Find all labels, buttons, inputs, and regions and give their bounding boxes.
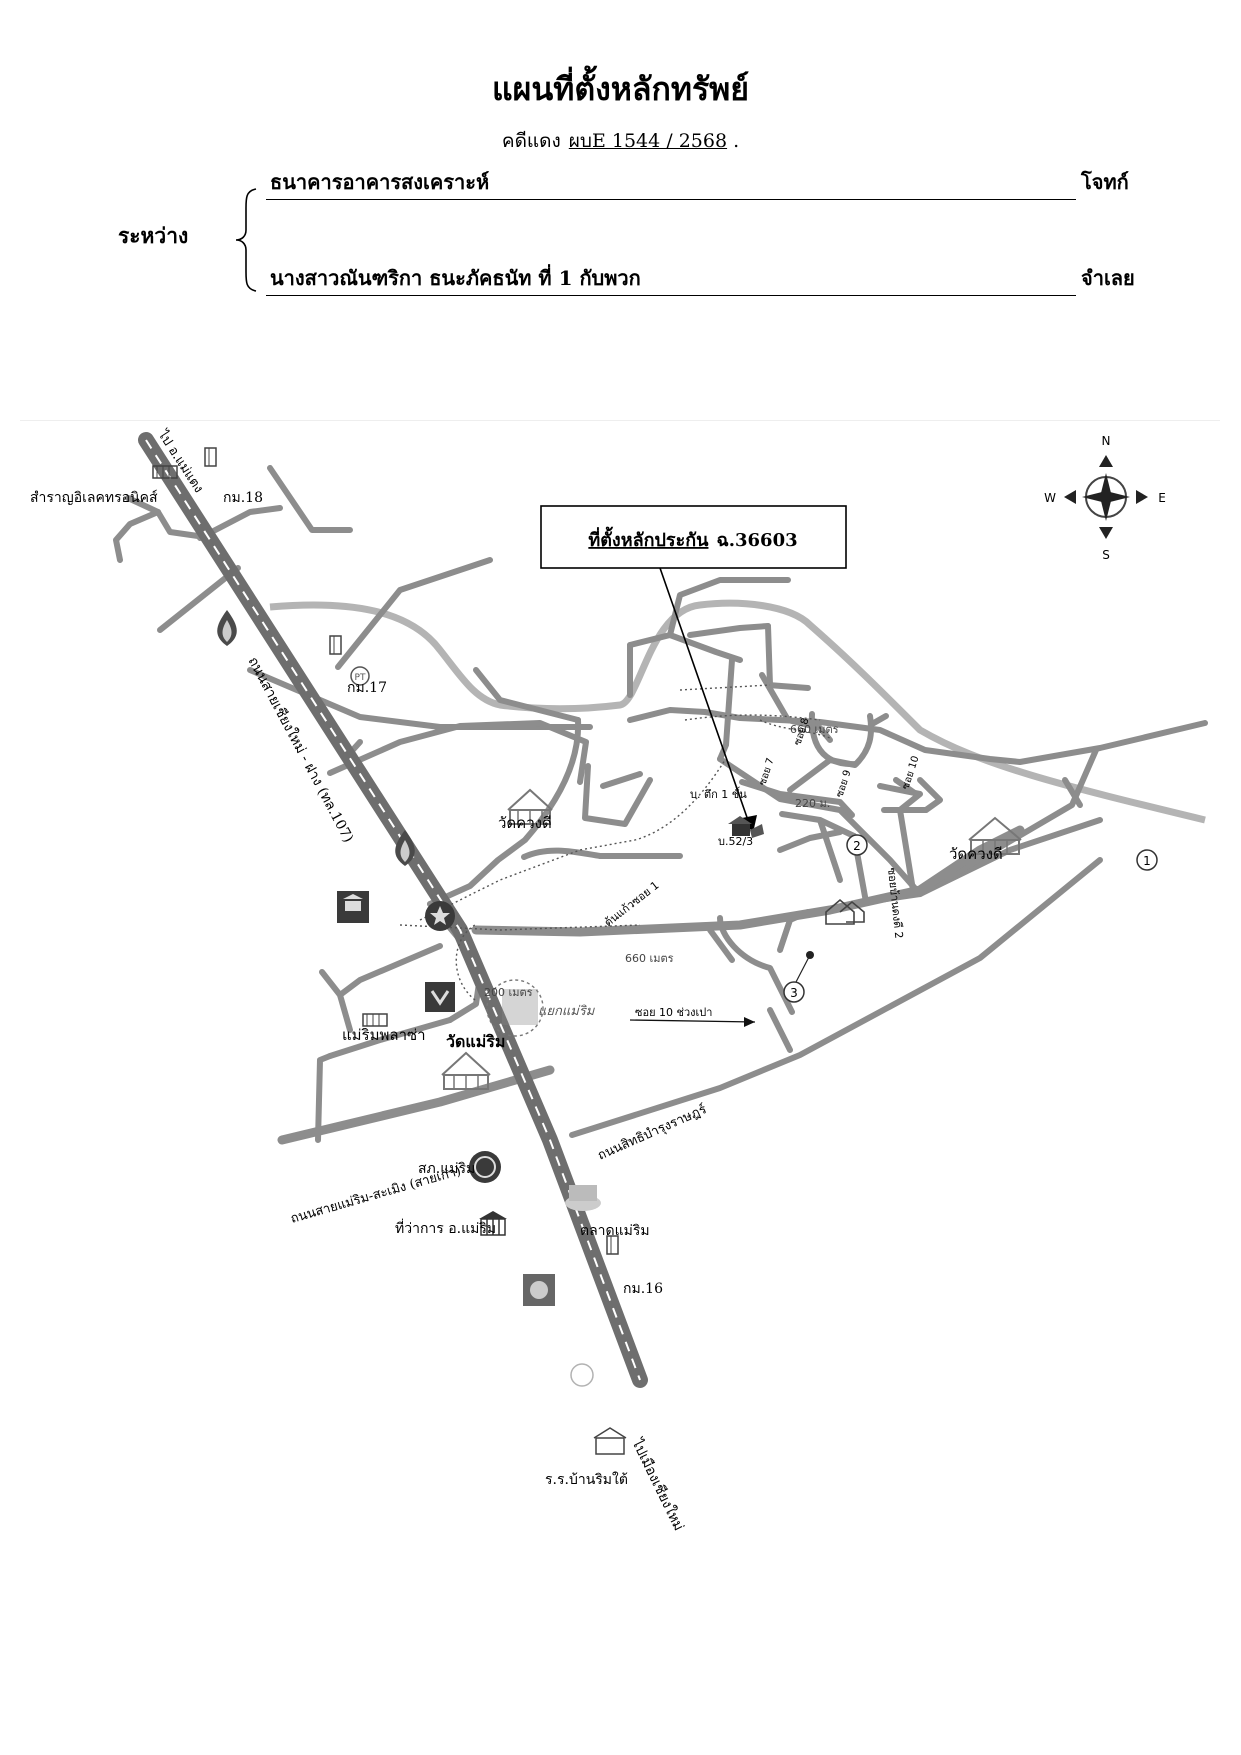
label-km18: กม.18 <box>223 490 263 506</box>
label-wat-khuang-di-2: วัดควงดี <box>949 845 1003 863</box>
government-building-icon <box>479 1211 507 1236</box>
plaintiff-row: ธนาคารอาคารสงเคราะห์ โจทก์ <box>266 170 1129 200</box>
compass-e: E <box>1158 491 1166 505</box>
plaintiff-name: ธนาคารอาคารสงเคราะห์ <box>270 170 490 194</box>
minor-roads <box>113 465 1208 1143</box>
pt-station-icon: PT <box>350 666 370 686</box>
label-soi10b: ซอย 10 <box>900 755 921 791</box>
label-samran: สำราญอิเลคทรอนิคส์ <box>30 489 158 506</box>
compass-w: W <box>1044 491 1056 505</box>
between-label: ระหว่าง <box>118 223 189 248</box>
school-icon <box>593 1427 627 1455</box>
collateral-building-icon <box>728 816 764 838</box>
map-canvas: N S E W ที่ตั้งหลักประกัน ฉ.36603 <box>20 420 1220 1533</box>
collateral-callout-deed: ฉ.36603 <box>716 530 797 551</box>
defendant-row: นางสาวณันฑริกา ธนะภัคธนัท ที่ 1 กับพวก จ… <box>266 266 1135 296</box>
junction-circle <box>486 979 544 1037</box>
label-soi10: ซอย 10 ช่วงเปา <box>635 1006 712 1019</box>
location-dot-leader <box>795 954 811 983</box>
label-soi7: ซอย 7 <box>757 757 776 787</box>
label-soi9: ซอย 9 <box>834 769 853 799</box>
defendant-name: นางสาวณันฑริกา ธนะภัคธนัท ที่ 1 กับพวก <box>270 266 641 290</box>
bank-icon <box>523 1274 555 1306</box>
bank-icon <box>337 891 369 923</box>
temple-small-icon <box>570 1363 594 1387</box>
label-mae-rim-plaza: แม่ริมพลาซ่า <box>342 1026 426 1044</box>
page-title: แผนที่ตั้งหลักทรัพย์ <box>492 70 749 108</box>
compass-icon: N S E W <box>1044 434 1166 562</box>
police-station-icon <box>469 1151 501 1183</box>
label-m660b: 660 เมตร <box>790 723 839 736</box>
circle-marker-3 <box>783 981 805 1003</box>
label-km16: กม.16 <box>623 1281 663 1297</box>
major-roads <box>277 825 1025 1145</box>
location-map: N S E W ที่ตั้งหลักประกัน ฉ.36603 <box>20 420 1220 1550</box>
label-junction: แยกแม่ริม <box>538 1004 596 1019</box>
circle-marker-3-label: 3 <box>790 986 798 1000</box>
km-marker-icon <box>606 1235 619 1255</box>
temple-icon <box>968 816 1022 855</box>
temple-icon <box>441 1051 491 1090</box>
label-m200: 200 เมตร <box>484 986 533 999</box>
temple-icon <box>507 788 553 825</box>
house-icon <box>825 898 865 925</box>
circle-marker-2-label: 2 <box>853 839 861 853</box>
case-number-line: คดีแดง ผบE 1544 / 2568. <box>0 126 1241 156</box>
defendant-underline <box>266 295 1076 296</box>
compass-s: S <box>1102 548 1110 562</box>
label-soi1: ต้นแก้วซอย 1 <box>602 879 662 930</box>
circle-marker-1-label: 1 <box>1143 854 1151 868</box>
brace-icon <box>235 188 257 292</box>
distance-routes <box>399 684 831 1001</box>
compass-n: N <box>1102 434 1111 448</box>
label-wat-mae-rim: วัดแม่ริม <box>446 1032 505 1051</box>
circle-marker-2 <box>846 834 868 856</box>
svg-text:PT: PT <box>355 673 366 683</box>
bank-icon <box>425 982 455 1012</box>
case-number: ผบE 1544 / 2568 <box>568 130 728 152</box>
defendant-role: จำเลย <box>1081 266 1135 290</box>
soi10-arrowhead <box>744 1017 755 1027</box>
soi10-arrow <box>629 1019 756 1023</box>
bank-icon <box>502 989 538 1025</box>
label-to-chiang-mai: ไปเมืองเชียงใหม่ <box>628 1435 687 1533</box>
collateral-callout-box <box>540 505 847 569</box>
gas-station-icon <box>217 610 237 646</box>
collateral-callout-text: ที่ตั้งหลักประกัน ฉ.36603 <box>588 526 797 551</box>
label-police: สภ.แม่ริม <box>418 1161 475 1177</box>
label-wat-khuang-di-1: วัดควงดี <box>498 814 552 832</box>
star-station-icon <box>425 901 455 931</box>
km-marker-icon <box>329 635 342 655</box>
km-marker-icon <box>204 447 217 467</box>
label-m220: 220 ม. <box>795 797 830 810</box>
label-m660a: 660 เมตร <box>625 952 674 965</box>
map-border-top <box>20 420 1220 421</box>
market-icon <box>565 1185 601 1211</box>
label-old-road: ถนนสายแม่ริม-สะเมิง (สายเก่า) <box>289 1164 463 1227</box>
gas-station-icon <box>395 830 415 866</box>
plaintiff-role: โจทก์ <box>1081 170 1129 194</box>
store-icon <box>152 465 178 479</box>
label-house-no: บ.52/3 <box>718 835 753 848</box>
label-school: ร.ร.บ้านริมใต้ <box>545 1471 628 1488</box>
collateral-callout-prefix: ที่ตั้งหลักประกัน <box>588 526 709 551</box>
case-suffix: . <box>733 130 740 152</box>
callout-pointer <box>659 567 751 827</box>
main-highway-centerline <box>145 439 641 1381</box>
label-km17: กม.17 <box>347 680 387 696</box>
label-building: บ. ตึก 1 ชั้น <box>690 786 747 801</box>
circle-marker-1 <box>1136 849 1158 871</box>
label-market: ตลาดแม่ริม <box>580 1223 650 1239</box>
plaintiff-underline <box>266 199 1076 200</box>
case-prefix: คดีแดง <box>501 130 561 152</box>
store-icon <box>362 1013 388 1027</box>
label-district-office: ที่ว่าการ อ.แม่ริม <box>395 1219 496 1237</box>
